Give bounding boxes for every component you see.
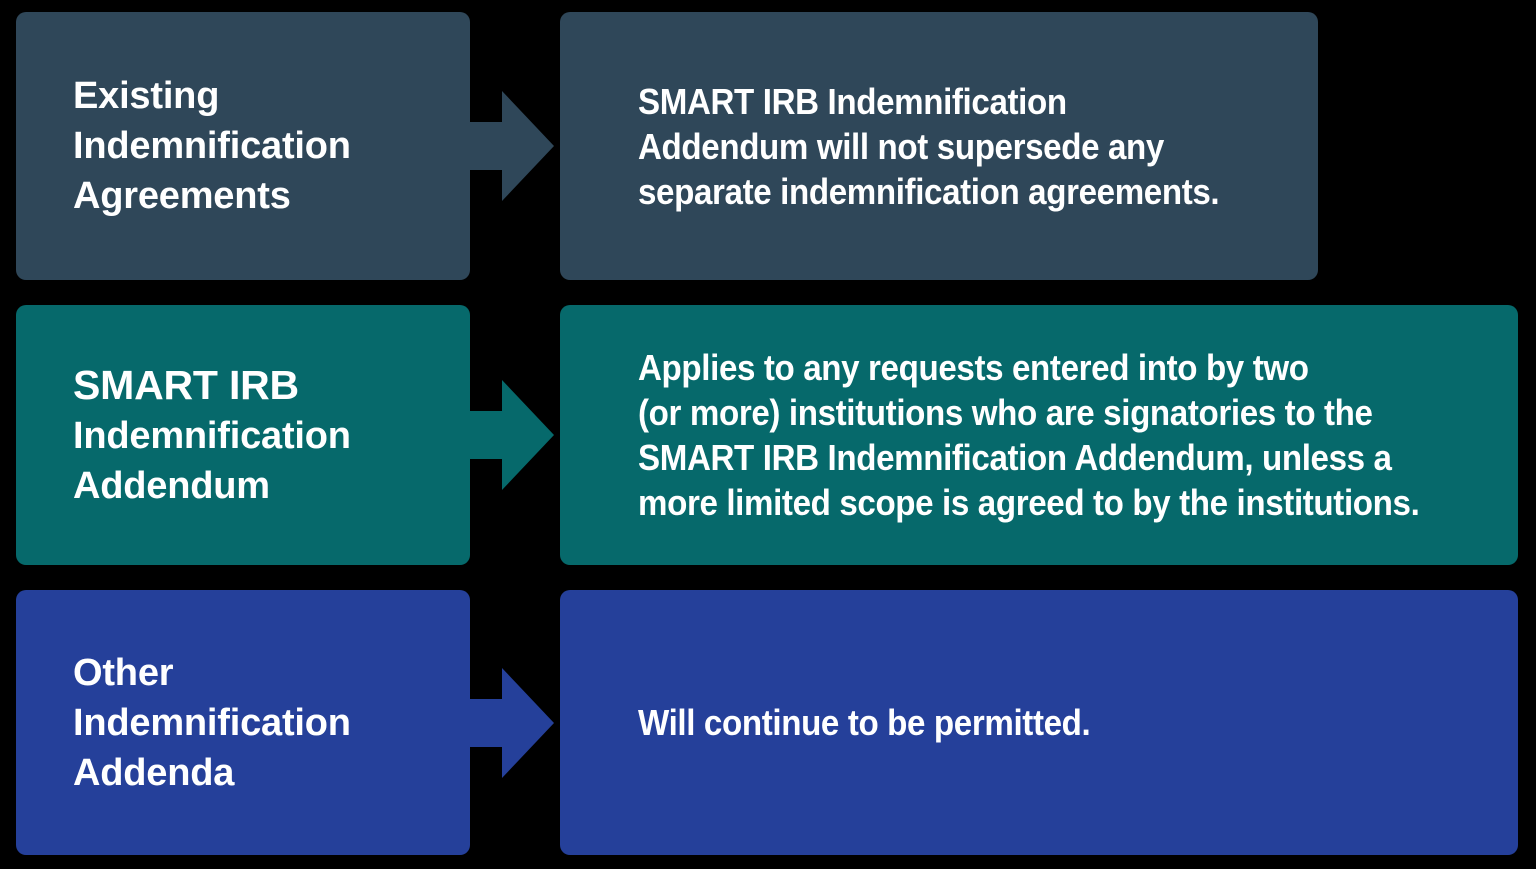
flow-row-other-indemnification-addenda: Other Indemnification Addenda Will conti… xyxy=(0,590,1536,855)
detail-box-smart-irb-indemnification-addendum: Applies to any requests entered into by … xyxy=(560,305,1518,565)
detail-line: Applies to any requests entered into by … xyxy=(638,347,1309,388)
detail-line: Addendum will not supersede any xyxy=(638,125,1164,167)
label-line: Agreements xyxy=(73,175,291,217)
label-box-smart-irb-indemnification-addendum: SMART IRB Indemnification Addendum xyxy=(16,305,470,565)
right-arrow-icon xyxy=(466,88,554,204)
label-line: Addendum xyxy=(73,464,270,507)
detail-line: Will continue to be permitted. xyxy=(638,702,1091,743)
label-line: Indemnification xyxy=(73,414,351,457)
label-line: Indemnification xyxy=(73,701,351,744)
detail-line: separate indemnification agreements. xyxy=(638,170,1220,212)
right-arrow-icon xyxy=(466,377,554,493)
label-line: Addenda xyxy=(73,751,235,794)
label-box-existing-indemnification-agreements: Existing Indemnification Agreements xyxy=(16,12,470,280)
detail-box-other-indemnification-addenda: Will continue to be permitted. xyxy=(560,590,1518,855)
label-line: Existing xyxy=(73,75,220,117)
label-line: Indemnification xyxy=(73,125,351,167)
label-box-other-indemnification-addenda: Other Indemnification Addenda xyxy=(16,590,470,855)
detail-line: (or more) institutions who are signatori… xyxy=(638,392,1373,433)
detail-box-existing-indemnification-agreements: SMART IRB Indemnification Addendum will … xyxy=(560,12,1318,280)
flow-row-smart-irb-indemnification-addendum: SMART IRB Indemnification Addendum Appli… xyxy=(0,305,1536,565)
detail-line: SMART IRB Indemnification Addendum, unle… xyxy=(638,437,1392,478)
right-arrow-icon xyxy=(466,665,554,781)
detail-line: more limited scope is agreed to by the i… xyxy=(638,482,1420,523)
label-line: Other xyxy=(73,651,174,694)
label-line: SMART IRB xyxy=(73,361,299,408)
detail-line: SMART IRB Indemnification xyxy=(638,80,1067,122)
flow-row-existing-indemnification-agreements: Existing Indemnification Agreements SMAR… xyxy=(0,12,1536,280)
